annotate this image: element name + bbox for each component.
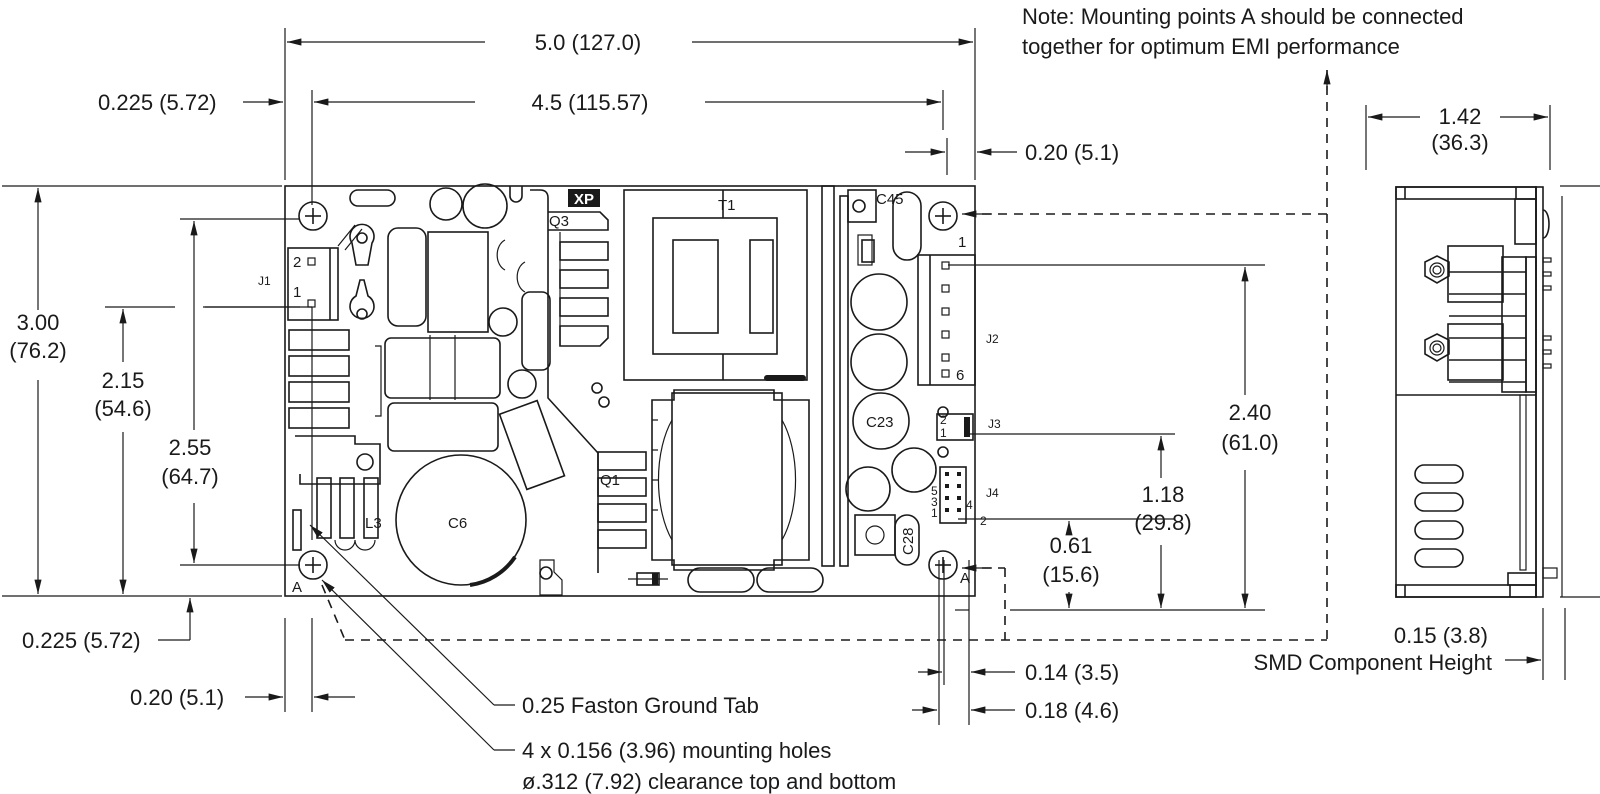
emi-connection-dashed — [345, 70, 1331, 641]
mounting-hole-top-left — [298, 201, 328, 231]
note-line-2: together for optimum EMI performance — [1022, 34, 1400, 59]
j4-height-mm: (15.6) — [1042, 562, 1099, 587]
hole-spacing-height-mm: (64.7) — [161, 464, 218, 489]
j2-pin1-label: 1 — [958, 234, 966, 251]
c23-label: C23 — [866, 414, 894, 431]
connector-j2: 1 6 — [917, 234, 976, 386]
dim-j2-height: 2.40 (61.0) — [948, 264, 1279, 611]
j1-height-in: 2.15 — [102, 368, 145, 393]
j4-pin5-label: 5 — [931, 484, 938, 498]
note-line-1: Note: Mounting points A should be connec… — [1022, 4, 1464, 29]
l3-label: L3 — [365, 515, 382, 532]
j1-pin1-label: 1 — [293, 284, 301, 301]
mounting-holes-line-1: 4 x 0.156 (3.96) mounting holes — [522, 738, 831, 763]
j3-height-in: 1.18 — [1142, 482, 1185, 507]
nut-icon-bottom — [1424, 333, 1450, 362]
q1-transistor — [597, 451, 647, 549]
dim-hole-spacing-width: 4.5 (115.57) — [311, 90, 944, 205]
j4-pin4-label: 4 — [966, 498, 973, 512]
callout-mounting-holes: 4 x 0.156 (3.96) mounting holes ø.312 (7… — [321, 579, 896, 794]
c45-label: C45 — [876, 191, 904, 208]
mount-a-left: A — [292, 579, 302, 596]
overall-height-mm: (76.2) — [9, 338, 66, 363]
xp-logo-text: XP — [574, 191, 594, 208]
q3-transistor — [530, 189, 609, 573]
side-width-in: 1.42 — [1439, 104, 1482, 129]
connector-j4: 5 3 1 4 2 — [931, 466, 987, 528]
c28-label: C28 — [900, 527, 917, 555]
t1-label: T1 — [718, 197, 736, 214]
callout-faston: 0.25 Faston Ground Tab — [309, 524, 759, 718]
hole-spacing-width-label: 4.5 (115.57) — [531, 90, 648, 115]
hole-spacing-height-in: 2.55 — [169, 435, 212, 460]
mounting-hole-bottom-right — [928, 550, 958, 580]
dim-j3-height: 1.18 (29.8) — [965, 433, 1192, 608]
xp-logo — [568, 189, 600, 207]
dim-overall-height: 3.00 (76.2) — [2, 185, 282, 597]
dim-hole-spacing-height: 2.55 (64.7) — [161, 218, 300, 566]
smd-height-value: 0.15 (3.8) — [1394, 623, 1488, 648]
dim-overall-width: 5.0 (127.0) — [284, 28, 976, 180]
smd-height-label: SMD Component Height — [1254, 650, 1492, 675]
dim-left-hole-offset-bottom: 0.20 (5.1) — [130, 618, 355, 712]
j2-pin6-label: 6 — [956, 367, 964, 384]
j3-pin2-label: 2 — [940, 413, 947, 427]
j3-pin1-label: 1 — [940, 426, 947, 440]
power-transformer — [651, 389, 810, 571]
faston-ground-tab-label: 0.25 Faston Ground Tab — [522, 693, 759, 718]
mounting-hole-top-right — [928, 201, 958, 231]
pcb-board: A A 2 1 J1 — [203, 183, 1001, 597]
dim-right-hole-offset-top: 0.20 (5.1) — [905, 138, 1119, 175]
side-view: 1.42 (36.3) — [1254, 104, 1600, 680]
left-hole-offset-top-label: 0.225 (5.72) — [98, 90, 217, 115]
j2-height-mm: (61.0) — [1221, 430, 1278, 455]
connector-j3: 2 1 — [936, 413, 974, 441]
dim-left-hole-offset-top: 0.225 (5.72) — [98, 90, 283, 115]
j4-pin1-label: 1 — [931, 506, 938, 520]
connector-offset-2-label: 0.18 (4.6) — [1025, 698, 1119, 723]
t1-transformer — [623, 189, 808, 381]
j4-height-in: 0.61 — [1050, 533, 1093, 558]
dim-j4-height: 0.61 (15.6) — [958, 518, 1175, 608]
dim-bottom-hole-offset: 0.225 (5.72) — [22, 598, 194, 653]
j4-pin2-label: 2 — [980, 514, 987, 528]
connector-offset-1-label: 0.14 (3.5) — [1025, 660, 1119, 685]
nut-icon-top — [1424, 255, 1450, 284]
j2-height-in: 2.40 — [1229, 400, 1272, 425]
overall-width-label: 5.0 (127.0) — [535, 30, 641, 55]
j3-label: J3 — [988, 417, 1001, 431]
q3-label: Q3 — [549, 213, 569, 230]
overall-height-in: 3.00 — [17, 310, 60, 335]
left-heatsink — [288, 329, 381, 551]
c6-label: C6 — [448, 515, 467, 532]
mounting-holes-line-2: ø.312 (7.92) clearance top and bottom — [522, 769, 896, 794]
j4-label: J4 — [986, 486, 999, 500]
c6-capacitor — [395, 454, 527, 587]
j1-label: J1 — [258, 274, 271, 288]
bottom-hole-offset-label: 0.225 (5.72) — [22, 628, 141, 653]
j1-pin2-label: 2 — [293, 254, 301, 271]
right-hole-offset-top-label: 0.20 (5.1) — [1025, 140, 1119, 165]
q1-label: Q1 — [600, 472, 620, 489]
j4-pin3-label: 3 — [931, 495, 938, 509]
mounting-hole-bottom-left — [298, 550, 328, 580]
j2-label: J2 — [986, 332, 999, 346]
dim-connector-offsets: 0.14 (3.5) 0.18 (4.6) — [912, 560, 1119, 725]
mount-a-right: A — [960, 570, 970, 587]
left-hole-offset-bottom-label: 0.20 (5.1) — [130, 685, 224, 710]
j3-height-mm: (29.8) — [1134, 510, 1191, 535]
j1-height-mm: (54.6) — [94, 396, 151, 421]
side-width-mm: (36.3) — [1431, 130, 1488, 155]
